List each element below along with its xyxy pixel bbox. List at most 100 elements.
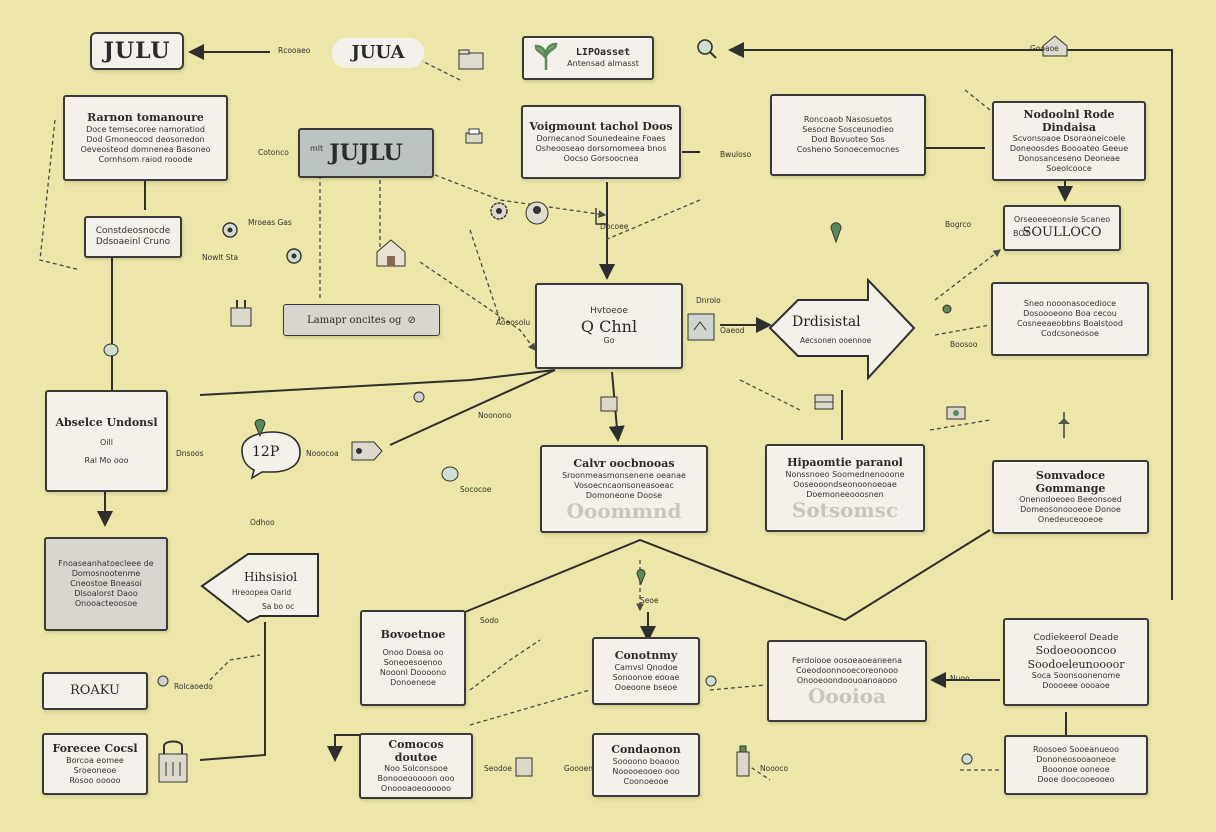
house-icon-mid [374, 236, 408, 268]
flag-icon [1056, 412, 1072, 438]
dashed-connector-16 [964, 89, 991, 111]
box-hipc-line-1: Nonssnoeo Soomednenooone [785, 469, 905, 479]
input-bar[interactable]: Lamapr oncites og ⊘ [283, 304, 440, 336]
label-17: Nuoo [950, 674, 970, 683]
lock-icon-bottom [156, 738, 190, 784]
connector-diagonal-2 [389, 369, 556, 446]
box-combo-line-1: Noo Solconsooe [384, 764, 448, 774]
box-flg-line-2: Domosnootenme [71, 569, 141, 578]
label-14: Seodoe [484, 764, 512, 773]
dashed-connector-14 [39, 119, 81, 271]
box-midb-line-1: Ferdoiooe oosoeaoeaneena [792, 656, 902, 665]
box-rmid-line-4: Codcsoneosoe [1041, 329, 1099, 338]
box-const-sub: Ddsoaeinl Cruno [95, 237, 171, 247]
chat-icon-mid [440, 464, 460, 484]
box-top-center: Voigmount tachol Doos Dornecanod Sounede… [521, 105, 681, 179]
box-bottom-center: Bovoetnoe Onoo Doesa oo Soneoesoenoo Noo… [360, 610, 466, 706]
box-tc2-line-1: Sesocne Sosceunodieo [802, 125, 894, 134]
top-doc-sub: Antensad almasst [567, 59, 639, 68]
box-tc2-title: Roncoaob Nasosuetos [803, 115, 893, 124]
box-codix: Codiekeerol Deade Sodoeoooncoo Soodoeleu… [1003, 618, 1149, 706]
box-tc2-line-3: Cosheno Sonoecemocnes [796, 145, 900, 154]
label-12: Odhoo [250, 518, 275, 527]
box-codix-title2: Sodoeoooncoo [1035, 644, 1117, 658]
box-forecast-line-1: Borcoa eomee [66, 755, 124, 765]
box-sgm: Somvadoce Gommange Onenodoeoeo Beeonsoed… [992, 460, 1149, 534]
box-sgm-line-2: Domeosonoooeoe Donoe [1020, 505, 1121, 515]
gear-icon-1 [488, 200, 510, 222]
box-cover-title: Calvr oocbnooas [573, 457, 675, 471]
box-condos-line-2: Nooooeooeo ooo [612, 766, 680, 776]
box-abs-title: Abselce Undonsl [55, 416, 158, 430]
box-julu-dark: JUJLU mlt [298, 128, 434, 178]
box-forecast-line-2: Sroeoneoe [73, 765, 117, 775]
label-3: Nowlt Sta [202, 253, 239, 262]
arrow-left-title: Hihsisiol [244, 570, 298, 584]
camera-icon [946, 404, 966, 420]
box-tl-line-2: Dod Gmoneocod deosonedon [86, 134, 205, 144]
box-hipc-title: Hipaomtie paranol [787, 456, 903, 470]
box-tc-line-1: Dornecanod Sounedeaine Foaes [536, 133, 666, 143]
box-julu-sub: mlt [310, 144, 324, 153]
bubble-title: 12P [252, 444, 280, 460]
dashed-connector-12 [709, 684, 766, 691]
box-tr-line-3: Donosanceseno Deoneae [1018, 154, 1120, 164]
box-commu-line-3: Ooeoone bseoe [614, 682, 678, 692]
doc-icon-center [686, 312, 716, 342]
top-doc-title: LIPOasset [575, 47, 631, 58]
box-right-mid: Sneo nooonasocedioce Dosoooeono Boa ceco… [991, 282, 1149, 356]
box-sgm-line-3: Onedeuceooeoe [1037, 515, 1104, 525]
box-condos-line-3: Coonoeooe [623, 776, 669, 786]
label-23: Gooaoe [1030, 44, 1059, 53]
box-bc-line-2: Soneoesoenoo [383, 657, 443, 667]
box-tl-title: Rarnon tomanoure [87, 111, 204, 125]
pin-icon-green [828, 218, 844, 244]
input-bar-text: Lamapr oncites og [307, 314, 402, 326]
box-icon-right [940, 302, 954, 316]
box-tc2-line-2: Dod Bovuoteo Sos [811, 135, 885, 144]
grid-icon [814, 394, 834, 410]
top-doc-box: LIPOasset Antensad almasst [522, 36, 654, 80]
box-bc-line-1: Onoo Doesa oo [382, 647, 444, 657]
box-bc-title: Bovoetnoe [380, 628, 446, 642]
box-br-line-1: Roosoeo Sooeanueoo [1033, 745, 1119, 754]
box-cover-line-3: Domoneone Doose [585, 490, 663, 500]
box-midb-ghost: Oooioa [808, 684, 886, 708]
box-commu: Conotnmy Camvsl Qnodoe Sonoonoe eooae Oo… [592, 637, 700, 705]
logo-julu-left: JULU [90, 32, 184, 70]
label-11: Aoeosolu [496, 318, 531, 327]
box-codix-line-1: Soca Soonsoonenome [1031, 670, 1121, 680]
clip-icon [514, 756, 534, 778]
box-forecast-title: Forecee Cocsl [52, 742, 138, 756]
dashed-connector-1 [434, 174, 607, 218]
box-abs-sub: Oill [100, 437, 113, 447]
box-solloc: Orseoeeoeonsie Scaneo SOULLOCO BOT [1003, 205, 1121, 251]
box-br-line-4: Dooe doocooeooeo [1037, 775, 1115, 784]
box-abs-sub2: Ral Mo ooo [84, 455, 129, 465]
connector-top-right-loop [728, 42, 1173, 600]
box-combo-line-3: Onoooaoeoooooo [380, 784, 452, 794]
arrow-center-sub: Aecsonen ooennoe [800, 336, 872, 345]
box-hipc: Hipaomtie paranol Nonssnoeo Soomednenooo… [765, 444, 925, 532]
box-codix-title: Codiekeerol Deade [1033, 633, 1119, 644]
box-forecast: Forecee Cocsl Borcoa eomee Sroeoneoe Ros… [42, 733, 148, 795]
dashed-connector-9 [739, 379, 801, 411]
chat-icon-left [102, 342, 120, 358]
box-center-sub: Go [603, 336, 615, 346]
arrow-left-sub: Hreoopea Oarid [232, 588, 292, 597]
box-sgm-title: Somvadoce Gommange [1035, 468, 1106, 495]
connector-diagonal-3 [199, 622, 266, 761]
lock-icon-2 [284, 246, 304, 266]
plant-icon [532, 42, 560, 72]
input-bar-icon: ⊘ [407, 314, 416, 326]
box-condos-line-1: Soooono boaooo [612, 756, 680, 766]
box-left-grey: Fnoaseanhatoecleee de Domosnootenme Cneo… [44, 537, 168, 631]
dashed-connector-15 [929, 419, 991, 431]
box-center-big: Q Chnl [580, 317, 638, 337]
box-tr-line-1: Scvonsoaoe Dsoraoneicoele [1012, 134, 1126, 144]
box-br-line-2: Dononeosooaoneoe [1036, 755, 1116, 764]
box-cover-line-1: Sroonmeasmonsenene oeanae [562, 470, 686, 480]
plug-icon [228, 298, 254, 338]
arrow-shape-left [200, 550, 320, 626]
